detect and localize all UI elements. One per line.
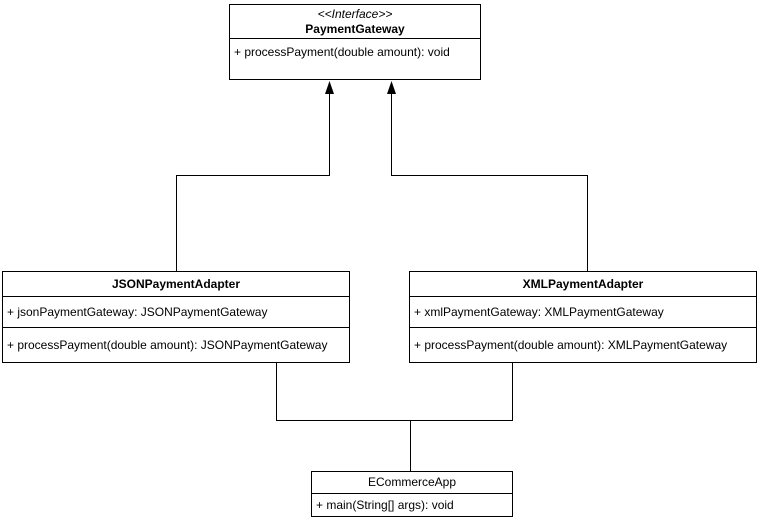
attributes-compartment: + jsonPaymentGateway: JSONPaymentGateway (3, 296, 349, 327)
method-label: + processPayment(double amount): void (234, 45, 450, 59)
attribute-label: + jsonPaymentGateway: JSONPaymentGateway (7, 305, 268, 319)
methods-compartment: + processPayment(double amount): XMLPaym… (410, 327, 756, 362)
method-label: + processPayment(double amount): XMLPaym… (414, 338, 728, 352)
methods-compartment: + main(String[] args): void (312, 493, 512, 516)
class-header: ECommerceApp (312, 472, 512, 493)
method-label: + main(String[] args): void (316, 498, 454, 512)
class-name: ECommerceApp (367, 475, 457, 489)
class-ecommerce-app: ECommerceApp + main(String[] args): void (311, 471, 513, 517)
attributes-compartment: + xmlPaymentGateway: XMLPaymentGateway (410, 296, 756, 327)
arrowhead-up-icon (387, 81, 396, 94)
class-header: <<Interface>> PaymentGateway (230, 5, 480, 38)
attribute-label: + xmlPaymentGateway: XMLPaymentGateway (414, 305, 664, 319)
edge-xml-adapter-to-gateway (391, 93, 588, 271)
class-name: XMLPaymentAdapter (522, 276, 644, 291)
class-payment-gateway: <<Interface>> PaymentGateway + processPa… (229, 4, 481, 80)
class-header: XMLPaymentAdapter (410, 272, 756, 296)
class-json-payment-adapter: JSONPaymentAdapter + jsonPaymentGateway:… (2, 271, 350, 363)
edge-app-to-adapters (276, 363, 513, 421)
class-name: PaymentGateway (305, 21, 405, 36)
arrowhead-up-icon (325, 81, 334, 94)
methods-compartment: + processPayment(double amount): JSONPay… (3, 327, 349, 362)
class-header: JSONPaymentAdapter (3, 272, 349, 296)
method-label: + processPayment(double amount): JSONPay… (7, 338, 328, 352)
stereotype-label: <<Interface>> (317, 6, 393, 21)
class-xml-payment-adapter: XMLPaymentAdapter + xmlPaymentGateway: X… (409, 271, 757, 363)
methods-compartment: + processPayment(double amount): void (230, 38, 480, 79)
edge-json-adapter-to-gateway (176, 93, 330, 271)
class-name: JSONPaymentAdapter (111, 276, 241, 291)
